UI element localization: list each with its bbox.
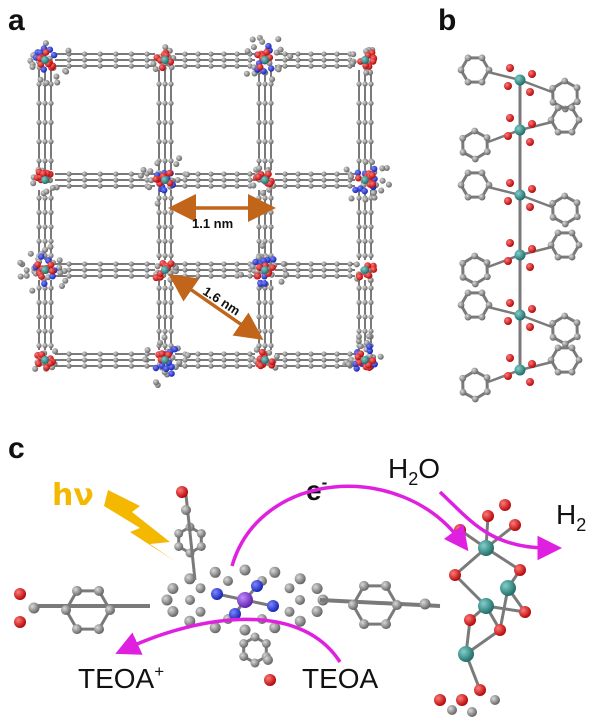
teoa-oxidized-label: TEOA+ [78,662,164,694]
panel-label-c: c [8,432,25,465]
pore-width-label: 1.1 nm [192,216,233,231]
lightning-bolt-icon [104,490,176,562]
teoa-oxidation-arrow [115,617,342,663]
panel-label-a: a [8,4,25,37]
metal-chain-view [457,54,583,403]
teoa-label: TEOA [302,663,379,694]
mof-framework-view [17,34,392,388]
hydrogen-evolution-arrow [438,490,562,561]
hydrogen-label: H2 [556,499,586,535]
pore-diagonal-arrow [168,274,264,340]
water-label: H2O [388,453,440,489]
photocatalysis-scheme [14,486,531,717]
electron-transfer-arrow [230,484,469,567]
light-label: hν [52,478,94,513]
panel-label-b: b [438,4,456,37]
